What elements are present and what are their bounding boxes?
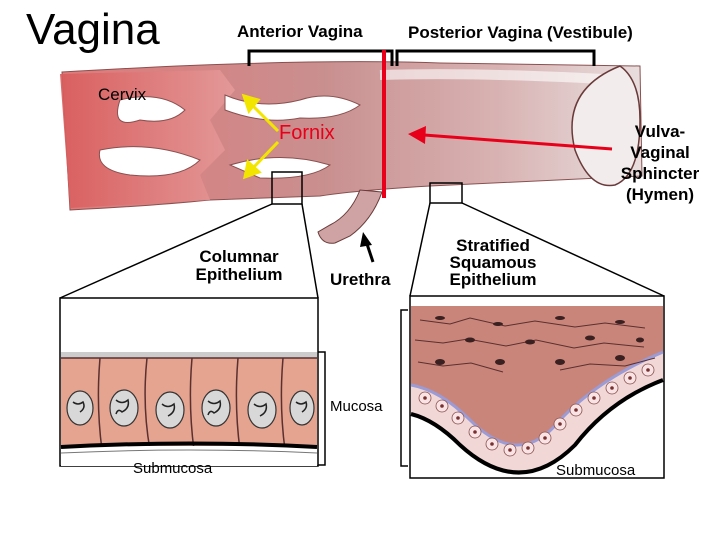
posterior-vagina-header: Posterior Vagina (Vestibule) — [408, 23, 633, 42]
columnar-epithelium-panel — [59, 297, 319, 467]
page-title: Vagina — [26, 5, 160, 54]
zoom-box-right — [409, 182, 665, 297]
header-brackets — [247, 49, 596, 66]
sphincter-label: Vulva- Vaginal Sphincter (Hymen) — [620, 122, 700, 204]
mucosa-label: Mucosa — [330, 398, 383, 415]
submucosa-right-label: Submucosa — [556, 462, 636, 479]
fornix-arrows — [241, 93, 280, 180]
stratified-epithelium-label: Stratified Squamous Epithelium — [449, 236, 537, 289]
stratified-epithelium-panel — [409, 295, 665, 479]
submucosa-left-label: Submucosa — [133, 460, 213, 477]
urethra-tube — [317, 189, 383, 244]
columnar-epithelium-label: Columnar Epithelium — [195, 247, 283, 284]
mucosa-brackets — [318, 309, 408, 467]
urethra-label: Urethra — [330, 270, 391, 289]
cervix-label: Cervix — [98, 85, 147, 104]
vaginal-tube — [60, 61, 643, 211]
zoom-box-left — [59, 171, 319, 299]
fornix-label: Fornix — [279, 122, 335, 144]
sphincter-arrow — [408, 126, 613, 151]
urethra-arrow — [360, 232, 375, 263]
anterior-vagina-header: Anterior Vagina — [237, 22, 363, 41]
